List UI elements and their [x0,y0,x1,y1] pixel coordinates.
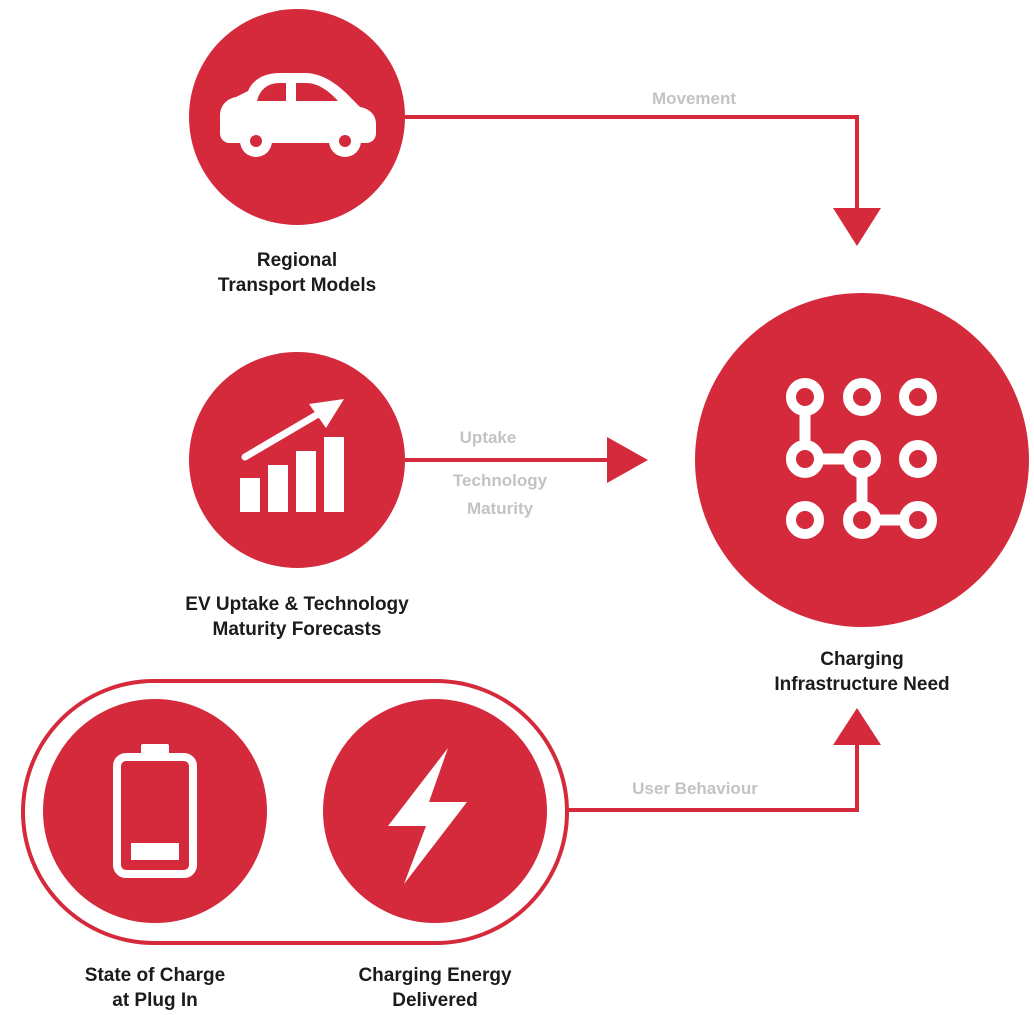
state-of-charge-label-line1: State of Charge [84,965,226,986]
uptake-label-line2: Maturity Forecasts [212,619,382,640]
energy-label: Charging Energy Delivered [325,963,545,1013]
user-behaviour-connector [566,744,859,812]
uptake-node [189,352,405,568]
transport-node [189,9,405,225]
user-behaviour-flow-label: User Behaviour [632,779,758,798]
car-icon [220,73,376,157]
uptake-label: EV Uptake & Technology Maturity Forecast… [147,592,447,642]
movement-arrowhead [833,208,881,246]
state-of-charge-label-line2: at Plug In [112,990,198,1011]
user-behaviour-arrowhead [833,708,881,745]
energy-label-line1: Charging Energy [358,965,512,986]
charging-need-node [695,293,1029,627]
charging-need-label: Charging Infrastructure Need [762,647,962,697]
growth-chart-icon [240,399,344,512]
user-behaviour-group-outline [21,679,569,945]
transport-label-line1: Regional [256,250,338,271]
network-grid-icon [786,378,937,539]
movement-connector [405,115,859,210]
uptake-flow-label: Uptake [459,428,517,447]
state-of-charge-node [43,699,267,923]
transport-label: Regional Transport Models [197,248,397,298]
state-of-charge-label: State of Charge at Plug In [55,963,255,1013]
maturity-flow-label: Maturity [466,499,534,518]
movement-flow-label: Movement [651,89,737,108]
uptake-arrowhead [607,437,648,483]
uptake-label-line1: EV Uptake & Technology [185,594,409,615]
energy-node [323,699,547,923]
battery-low-icon [113,744,197,878]
charging-need-label-line2: Infrastructure Need [774,674,950,695]
transport-label-line2: Transport Models [217,275,377,296]
charging-need-label-line1: Charging [820,649,904,670]
energy-label-line2: Delivered [392,990,478,1011]
lightning-bolt-icon [388,748,467,884]
state-of-charge-circle [43,699,267,923]
technology-flow-label: Technology [452,471,548,490]
